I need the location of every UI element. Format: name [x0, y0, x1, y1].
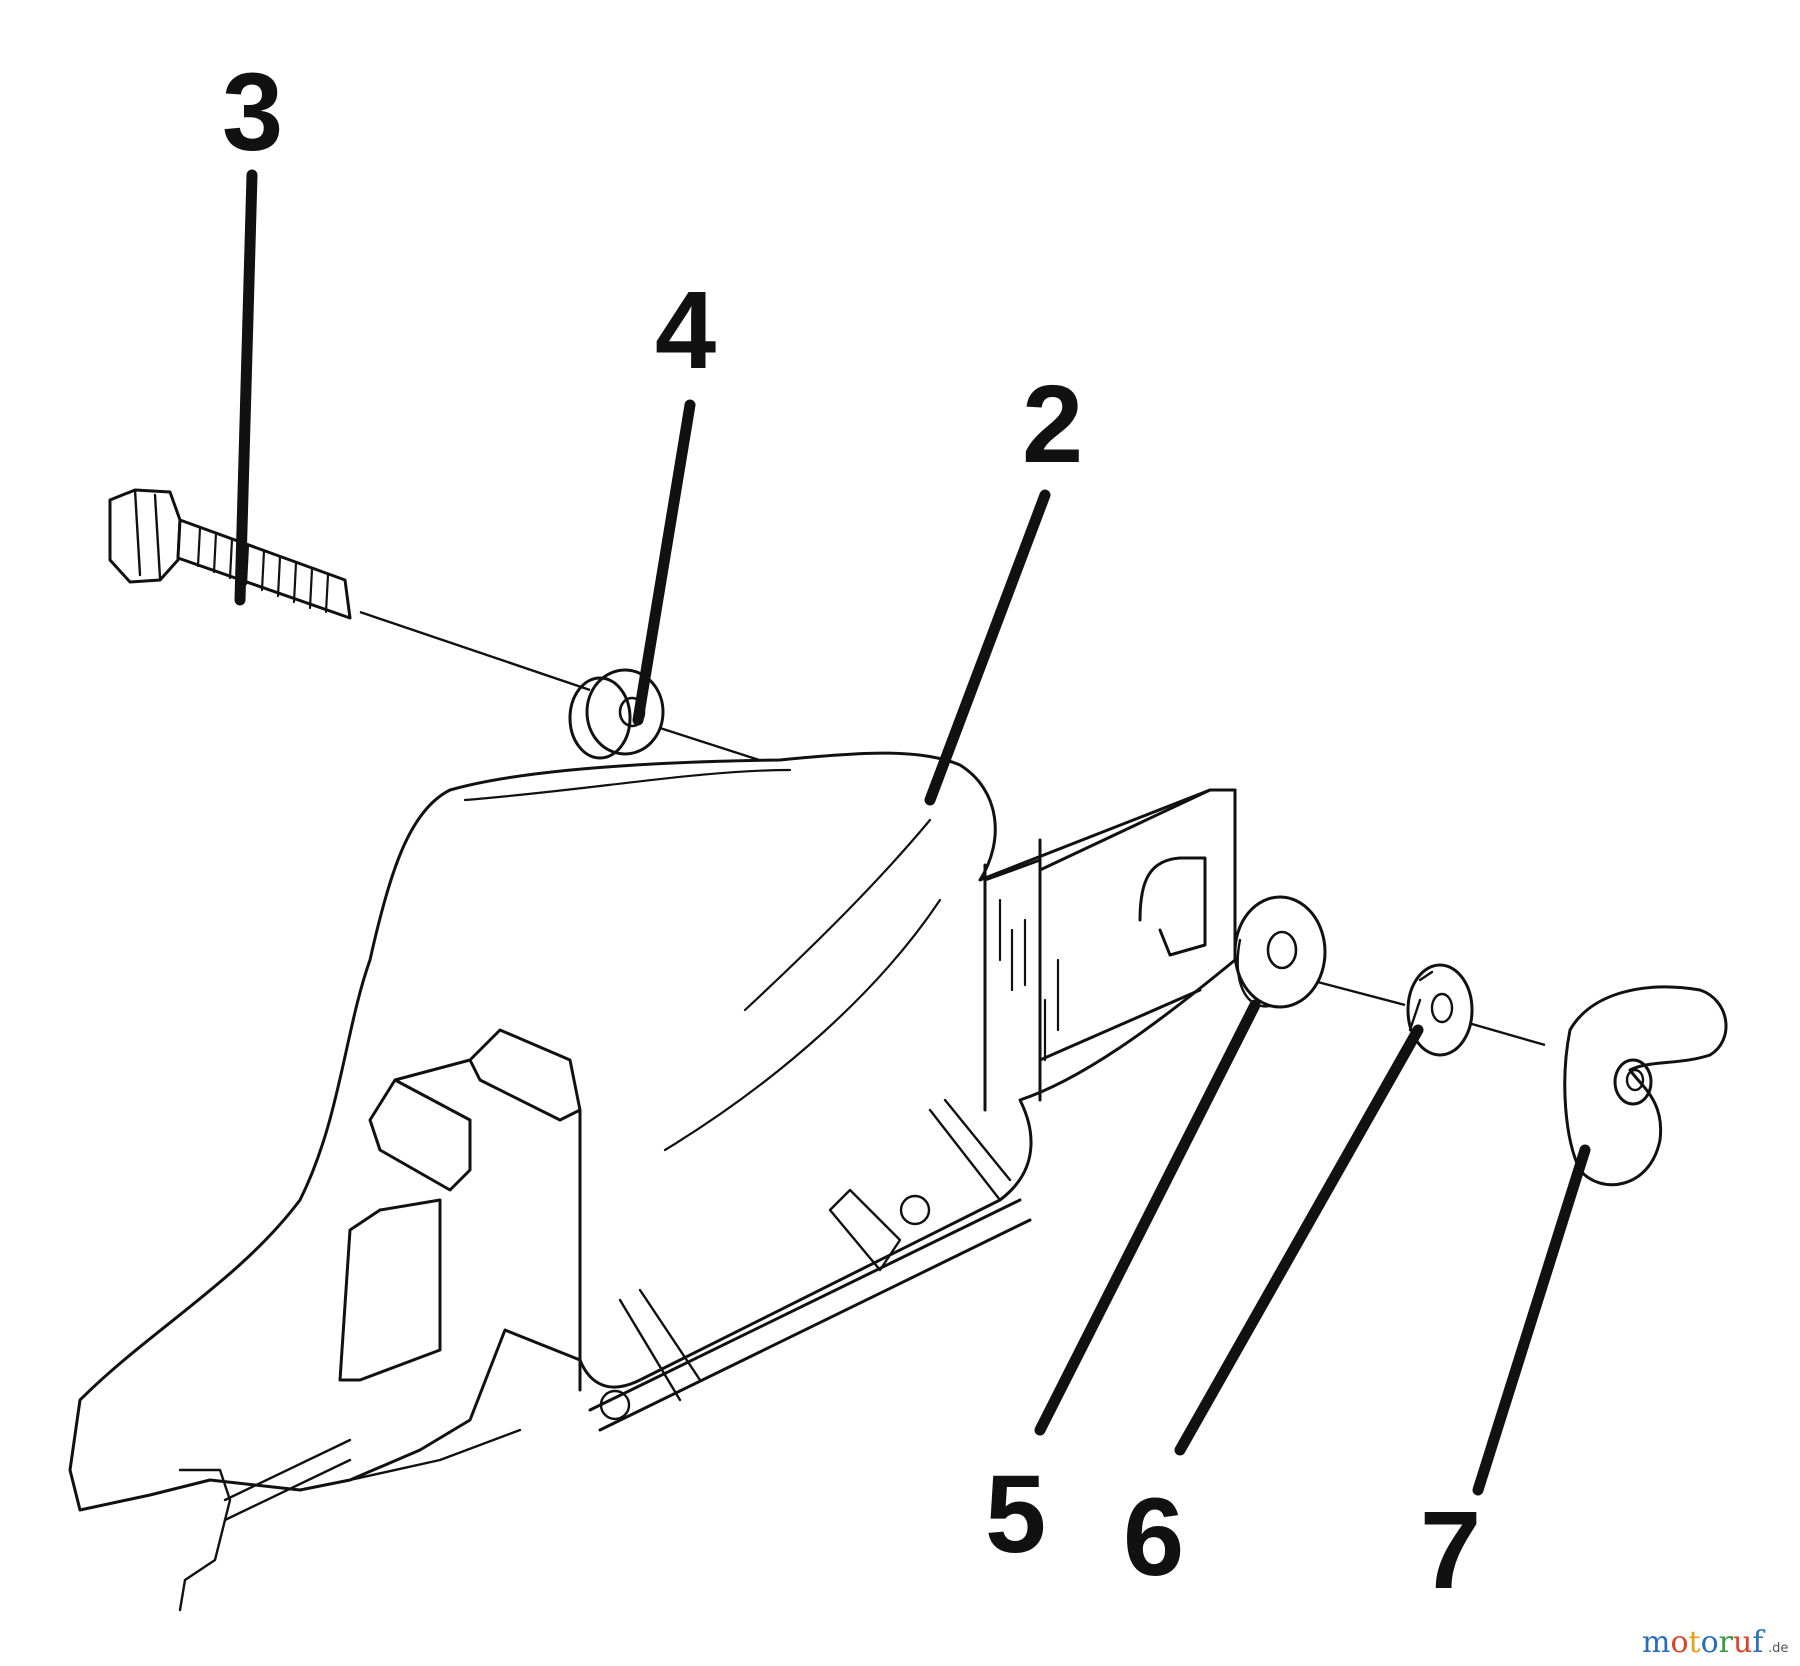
- watermark-suffix: .de: [1768, 1641, 1788, 1656]
- leader-4: [632, 399, 696, 726]
- watermark-letter: f: [1752, 1625, 1765, 1660]
- leader-2: [924, 489, 1051, 806]
- watermark-letter: m: [1642, 1625, 1670, 1660]
- watermark-letter: o: [1670, 1625, 1688, 1660]
- callout-4: 4: [655, 269, 716, 392]
- lock-washer-icon: [1406, 963, 1474, 1057]
- leader-6: [1174, 1024, 1424, 1456]
- svg-text:motoruf: motoruf: [1642, 1625, 1765, 1660]
- callout-2: 2: [1022, 363, 1083, 486]
- leader-5: [1034, 999, 1261, 1436]
- watermark-logo: motoruf .de: [1642, 1625, 1788, 1660]
- callout-3: 3: [222, 51, 283, 174]
- watermark-letter: o: [1701, 1625, 1719, 1660]
- leader-lines: [234, 169, 1591, 1496]
- leader-7: [1472, 1144, 1591, 1496]
- flat-washer-icon: [1233, 895, 1327, 1009]
- watermark-letter: u: [1733, 1625, 1752, 1660]
- callout-labels: 3 4 2 5 6 7: [222, 51, 1481, 1612]
- deflector-shield-icon: [68, 751, 1237, 1612]
- watermark-letter: r: [1719, 1625, 1734, 1660]
- watermark-letter: t: [1689, 1625, 1701, 1660]
- callout-6: 6: [1123, 1476, 1184, 1599]
- callout-7: 7: [1420, 1489, 1481, 1612]
- leader-3: [234, 169, 258, 606]
- callout-5: 5: [985, 1453, 1046, 1576]
- hex-bolt-icon: [108, 488, 352, 620]
